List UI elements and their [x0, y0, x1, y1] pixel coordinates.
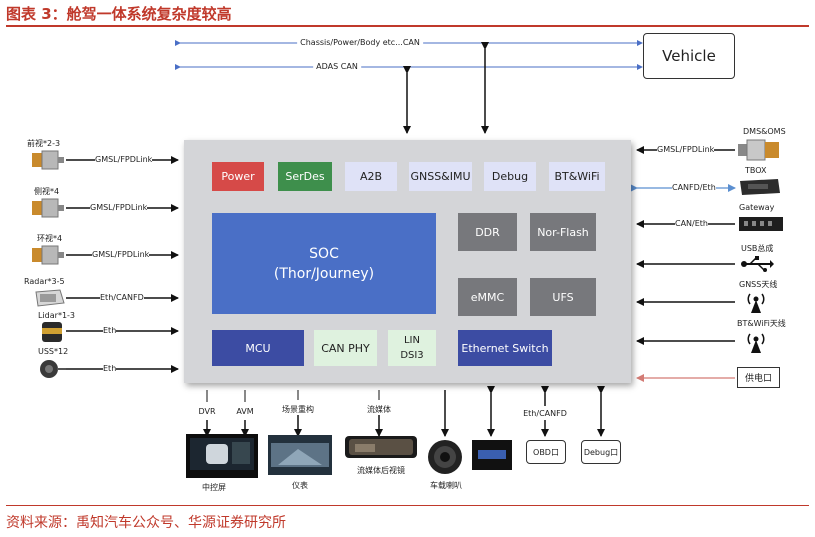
front-camera-link: GMSL/FPDLink [95, 155, 153, 164]
vehicle-box: Vehicle [643, 33, 735, 79]
obd-port-box: OBD口 [526, 440, 566, 464]
avm-label: AVM [236, 407, 254, 416]
bt-wifi-block: BT&WiFi [549, 162, 605, 191]
side-camera-link: GMSL/FPDLink [90, 203, 148, 212]
media-device-image [472, 440, 512, 470]
chassis-can-label: Chassis/Power/Body etc...CAN [297, 38, 423, 47]
usb-label: USB总成 [741, 244, 774, 253]
speaker-icon [428, 440, 462, 474]
dms-oms-label: DMS&OMS [743, 127, 786, 136]
instrument-cluster-image [268, 435, 332, 475]
gnss-imu-block: GNSS&IMU [409, 162, 472, 191]
soc-block: SOC (Thor/Journey) [212, 213, 436, 314]
camera-icon [32, 198, 64, 218]
tbox-label: TBOX [745, 166, 767, 175]
lin-label: LIN [403, 335, 420, 346]
antenna-icon [747, 333, 765, 353]
radar-link: Eth/CANFD [100, 293, 144, 302]
streaming-label: 流媒体 [367, 405, 391, 414]
antenna-icon [747, 293, 765, 313]
cluster-label: 仪表 [292, 481, 308, 490]
speaker-label: 车载喇叭 [430, 481, 462, 490]
center-screen-label: 中控屏 [202, 483, 226, 492]
soc-subtitle: (Thor/Journey) [273, 265, 375, 282]
dsi3-label: DSI3 [400, 350, 424, 361]
emmc-block: eMMC [458, 278, 517, 316]
ethernet-switch-block: Ethernet Switch [458, 330, 552, 366]
lidar-icon [42, 322, 62, 342]
eth-canfd-label: Eth/CANFD [523, 409, 567, 418]
center-screen-image [186, 434, 258, 478]
power-port-box: 供电口 [737, 367, 780, 388]
scene-rebuild-label: 场景重构 [282, 405, 314, 414]
dvr-label: DVR [198, 407, 216, 416]
nor-flash-block: Nor-Flash [530, 213, 596, 251]
power-block: Power [212, 162, 264, 191]
uss-link: Eth [103, 364, 117, 373]
gateway-label: Gateway [739, 203, 775, 212]
camera-icon [32, 245, 64, 265]
footer-divider [6, 505, 809, 506]
camera-icon [738, 139, 779, 161]
radar-label: Radar*3-5 [24, 277, 65, 286]
camera-icon [32, 150, 64, 170]
streaming-mirror-label: 流媒体后视镜 [357, 466, 405, 475]
title-divider [6, 25, 809, 27]
mcu-block: MCU [212, 330, 304, 366]
ufs-block: UFS [530, 278, 596, 316]
source-note: 资料来源：禹知汽车公众号、华源证券研究所 [6, 515, 286, 531]
dms-oms-link: GMSL/FPDLink [657, 145, 715, 154]
surround-camera-label: 环视*4 [37, 234, 63, 243]
adas-can-label: ADAS CAN [313, 62, 361, 71]
surround-camera-link: GMSL/FPDLink [92, 250, 150, 259]
usb-icon [741, 256, 774, 272]
domain-controller-box: Power SerDes A2B GNSS&IMU Debug BT&WiFi … [184, 140, 631, 383]
radar-icon [35, 289, 65, 307]
streaming-mirror-image [345, 436, 417, 458]
gnss-antenna-label: GNSS天线 [739, 280, 778, 289]
lin-dsi3-block: LIN DSI3 [388, 330, 436, 366]
a2b-block: A2B [345, 162, 397, 191]
bt-wifi-antenna-label: BT&WiFi天线 [737, 319, 786, 328]
serdes-block: SerDes [278, 162, 332, 191]
tbox-icon [740, 179, 780, 195]
lidar-label: Lidar*1-3 [38, 311, 76, 320]
page-title: 图表 3：舱驾一体系统复杂度较高 [6, 5, 232, 23]
tbox-link: CANFD/Eth [672, 183, 716, 192]
gateway-icon [739, 217, 783, 231]
ultrasonic-sensor-icon [40, 360, 66, 378]
gateway-link: CAN/Eth [675, 219, 708, 228]
ddr-block: DDR [458, 213, 517, 251]
debug-block: Debug [484, 162, 536, 191]
side-camera-label: 侧视*4 [34, 187, 60, 196]
can-phy-block: CAN PHY [314, 330, 377, 366]
front-camera-label: 前视*2-3 [27, 139, 61, 148]
lidar-link: Eth [103, 326, 117, 335]
uss-label: USS*12 [38, 347, 69, 356]
debug-port-box: Debug口 [581, 440, 621, 464]
soc-title: SOC [309, 245, 339, 262]
